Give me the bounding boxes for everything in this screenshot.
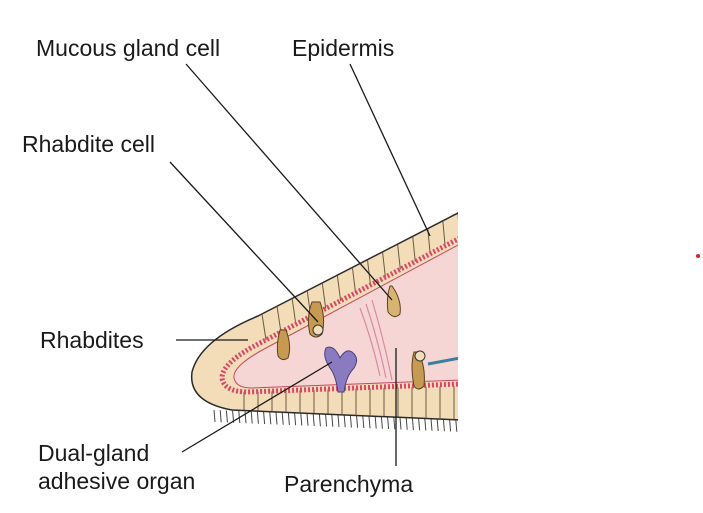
leader-mucous xyxy=(185,63,393,301)
leader-rhabdite-cell xyxy=(169,161,319,323)
epidermis-cell-wall xyxy=(457,214,458,221)
label-mucous-gland-cell: Mucous gland cell xyxy=(36,35,221,61)
epidermis-cell-wall xyxy=(412,237,416,262)
basement-membrane xyxy=(219,236,458,395)
epidermis-cell-wall xyxy=(276,306,282,333)
label-dual-gland-line1: Dual-gland xyxy=(38,440,150,466)
epidermis-cell-wall xyxy=(261,313,267,341)
epidermis-cell-wall xyxy=(442,221,446,246)
leader-dual-gland xyxy=(181,361,333,453)
epidermis-cell-wall xyxy=(336,275,342,301)
leader-lines xyxy=(169,63,431,466)
epidermis-cell-wall xyxy=(367,260,371,286)
label-rhabdite-cell: Rhabdite cell xyxy=(22,131,155,157)
label-rhabdites: Rhabdites xyxy=(40,327,144,353)
label-dual-gland-line2: adhesive organ xyxy=(38,468,196,494)
epidermis-cell-wall xyxy=(321,283,327,309)
dual-gland-adhesive-organ xyxy=(324,346,358,393)
epidermis-cell-wall xyxy=(291,298,297,325)
leader-epidermis xyxy=(349,63,431,237)
epidermis-cell-wall xyxy=(397,244,401,270)
label-epidermis: Epidermis xyxy=(292,35,395,61)
epidermis-cells-bottom xyxy=(243,386,455,419)
label-parenchyma: Parenchyma xyxy=(284,471,414,497)
muscle-fibers xyxy=(359,299,393,381)
red-marker-dot xyxy=(696,254,700,258)
nerve-fiber xyxy=(427,356,458,366)
epidermis-cell-wall xyxy=(351,267,357,293)
label-dual-gland-adhesive-organ: Dual-gland adhesive organ xyxy=(38,439,195,495)
epidermis-cell-wall xyxy=(382,252,386,278)
parenchyma-tissue xyxy=(233,244,458,389)
